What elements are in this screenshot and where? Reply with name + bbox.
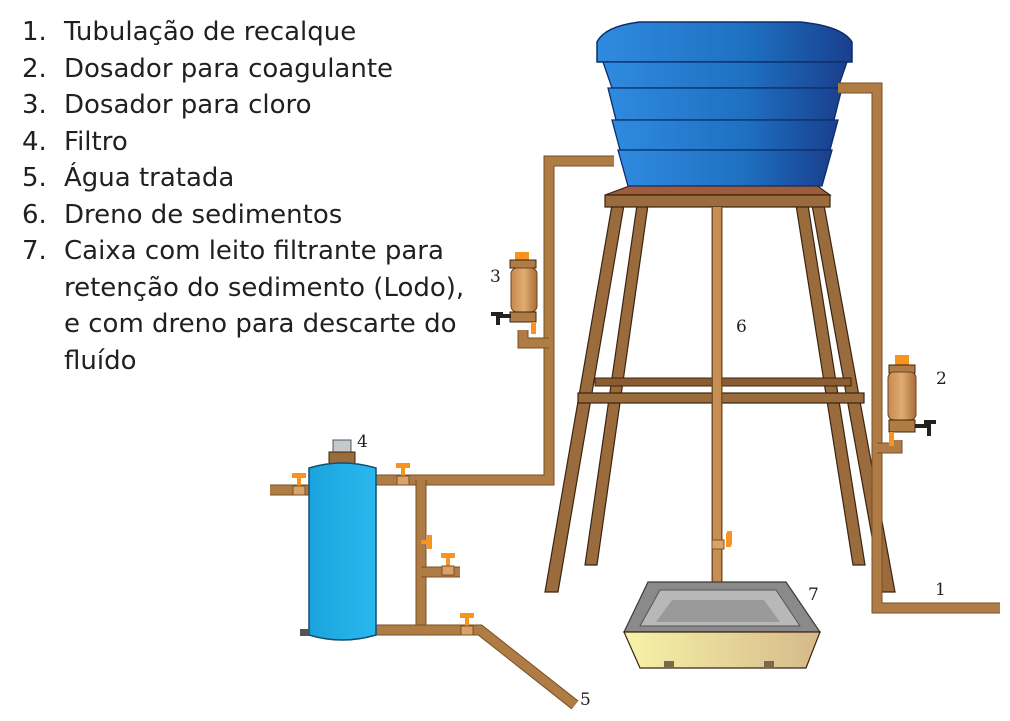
legend-number: 7. xyxy=(22,236,47,266)
legend-text: Dreno de sedimentos xyxy=(64,199,343,230)
recalque-pipe xyxy=(838,83,1000,613)
legend-number: 1. xyxy=(22,17,47,47)
legend-number: 3. xyxy=(22,90,47,120)
coagulant-doser xyxy=(887,355,936,446)
label-5: 5 xyxy=(580,690,591,710)
chlorine-doser xyxy=(491,252,538,334)
legend-number: 5. xyxy=(22,163,47,193)
water-tank xyxy=(596,21,853,187)
legend-item: 3. Dosador para cloro xyxy=(22,87,464,124)
valve-icon xyxy=(421,535,432,549)
legend-item: 6. Dreno de sedimentos xyxy=(22,197,464,234)
legend-item: 5. Água tratada xyxy=(22,160,464,197)
valve-icon xyxy=(711,531,732,550)
legend-item: 4. Filtro xyxy=(22,124,464,161)
pipe-network xyxy=(270,82,1000,710)
tower-stand xyxy=(544,181,896,593)
label-4: 4 xyxy=(357,432,368,452)
legend-number: 2. xyxy=(22,53,47,84)
platform-beam xyxy=(604,194,831,208)
filter-unit xyxy=(300,439,377,641)
legend-text: Dosador para coagulante xyxy=(64,53,394,84)
sediment-box xyxy=(623,581,822,669)
valve-icon xyxy=(396,463,410,486)
label-7: 7 xyxy=(808,585,819,605)
legend-text: Tubulação de recalque xyxy=(64,17,357,47)
label-2: 2 xyxy=(936,369,947,389)
upper-cross-beam xyxy=(594,377,852,387)
legend-text: Dosador para cloro xyxy=(64,90,312,120)
label-3: 3 xyxy=(490,267,501,287)
legend-item: 7. Caixa com leito filtrante para retençã… xyxy=(22,233,464,379)
label-1: 1 xyxy=(935,580,946,600)
valve-icon xyxy=(441,553,455,576)
legend-number: 4. xyxy=(22,126,47,157)
legend-item: 1. Tubulação de recalque xyxy=(22,14,464,51)
legend-number: 6. xyxy=(22,199,47,230)
tank-outlet-pipe xyxy=(376,156,614,485)
legend-list: 1. Tubulação de recalque 2. Dosador para c… xyxy=(22,14,464,379)
label-6: 6 xyxy=(736,317,747,337)
valve-icon xyxy=(460,613,474,636)
legend-text: Água tratada xyxy=(64,163,235,193)
valve-icon xyxy=(292,473,306,496)
legend-text: Caixa com leito filtrante para retenção … xyxy=(64,236,465,376)
legend-item: 2. Dosador para coagulante xyxy=(22,51,464,88)
legend-text: Filtro xyxy=(64,126,128,157)
treated-water-pipe xyxy=(376,625,578,709)
valves xyxy=(292,463,732,636)
